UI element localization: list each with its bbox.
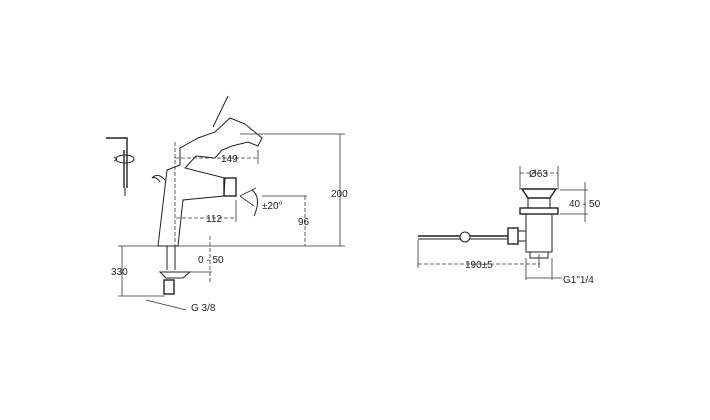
drain-flange <box>519 207 559 215</box>
dim-swivel-label: ±20° <box>262 201 283 212</box>
faucet-body <box>157 117 263 247</box>
pop-up-knob <box>151 174 166 183</box>
drain-cap <box>520 188 558 199</box>
dim-height-label: 200 <box>331 189 348 200</box>
dim-spout-reach-label: 149 <box>221 154 238 165</box>
dim-thread-label: G1"1/4 <box>563 275 594 286</box>
rod-ball-joint <box>459 231 471 243</box>
dim-diameter-label: Ø63 <box>529 169 548 180</box>
drain-body <box>525 214 553 253</box>
dim-nozzle-reach-label: 112 <box>206 214 222 225</box>
rod-nut <box>507 227 519 245</box>
pop-up-waste-drawing: Ø63 40 - 50 190±5 G1"1/4 <box>417 166 601 286</box>
lever-rotation-icon <box>106 137 135 196</box>
bidet-mixer-drawing: 200 149 112 ±20° 96 330 0 - 50 G 3/8 <box>106 95 348 314</box>
hose-connector <box>163 279 175 295</box>
dim-nozzle-height-label: 96 <box>298 217 310 228</box>
dim-rod-length-label: 190±5 <box>465 260 493 271</box>
dim-deck-thickness-label: 0 - 50 <box>198 255 224 266</box>
dim-below-deck-label: 330 <box>111 267 128 278</box>
dim-connection-label: G 3/8 <box>191 303 216 314</box>
nozzle <box>223 177 237 197</box>
mounting-nut <box>158 246 192 279</box>
dim-height-label: 40 - 50 <box>569 199 601 210</box>
